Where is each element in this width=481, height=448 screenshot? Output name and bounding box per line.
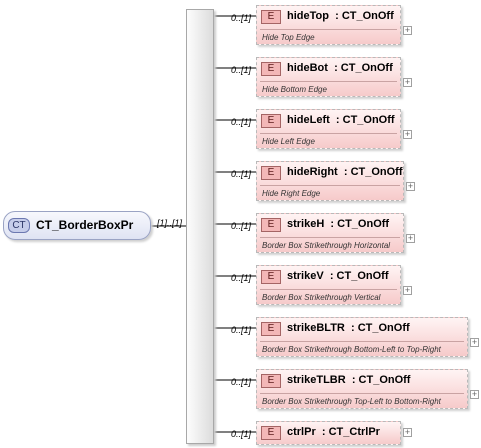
element-name: strikeV — [287, 270, 324, 282]
element-badge: E — [261, 374, 281, 388]
element-type: : CT_CtrlPr — [321, 426, 380, 438]
element-name: strikeTLBR — [287, 374, 346, 386]
element-badge: E — [261, 62, 281, 76]
element-title: strikeH : CT_OnOff — [287, 218, 389, 230]
complex-type-badge: CT — [8, 218, 30, 233]
element-type: : CT_OnOff — [351, 322, 410, 334]
element-badge: E — [261, 218, 281, 232]
element-badge: E — [261, 114, 281, 128]
element-occurrence: 0..[1] — [231, 273, 252, 283]
plus-icon[interactable]: + — [470, 337, 479, 347]
element-occurrence: 0..[1] — [231, 429, 252, 439]
plus-icon[interactable]: + — [406, 181, 415, 191]
element-occurrence: 0..[1] — [231, 13, 252, 23]
element-title: strikeV : CT_OnOff — [287, 270, 389, 282]
element-type: : CT_OnOff — [329, 270, 389, 282]
element-name: hideRight — [287, 166, 338, 178]
element-separator — [260, 289, 397, 290]
element-separator — [260, 185, 400, 186]
element-title: strikeBLTR : CT_OnOff — [287, 322, 410, 334]
sequence-compositor[interactable] — [186, 9, 214, 444]
element-title: strikeTLBR : CT_OnOff — [287, 374, 410, 386]
element-separator — [260, 81, 397, 82]
element-separator — [260, 237, 400, 238]
element-title: hideRight : CT_OnOff — [287, 166, 403, 178]
element-separator — [260, 29, 397, 30]
element-badge: E — [261, 426, 281, 440]
plus-icon[interactable]: + — [403, 25, 412, 35]
element-type: : CT_OnOff — [335, 10, 394, 22]
element-name: hideLeft — [287, 114, 330, 126]
element-title: hideBot : CT_OnOff — [287, 62, 393, 74]
plus-icon[interactable]: + — [403, 285, 412, 295]
element-title: ctrlPr : CT_CtrlPr — [287, 426, 380, 438]
plus-icon[interactable]: + — [403, 77, 412, 87]
element-name: hideTop — [287, 10, 329, 22]
element-title: hideTop : CT_OnOff — [287, 10, 394, 22]
element-documentation: Border Box Strikethrough Bottom-Left to … — [262, 345, 441, 354]
element-title: hideLeft : CT_OnOff — [287, 114, 395, 126]
element-badge: E — [261, 322, 281, 336]
element-name: ctrlPr — [287, 426, 316, 438]
complex-type-name: CT_BorderBoxPr — [36, 218, 134, 232]
element-documentation: Hide Top Edge — [262, 33, 315, 42]
element-occurrence: 0..[1] — [231, 221, 252, 231]
element-occurrence: 0..[1] — [231, 325, 252, 335]
element-separator — [260, 341, 464, 342]
plus-icon[interactable]: + — [403, 427, 412, 437]
plus-icon[interactable]: + — [403, 129, 412, 139]
element-name: strikeH — [287, 218, 325, 230]
element-name: strikeBLTR — [287, 322, 345, 334]
element-documentation: Border Box Strikethrough Top-Left to Bot… — [262, 397, 441, 406]
element-type: : CT_OnOff — [351, 374, 411, 386]
element-type: : CT_OnOff — [335, 114, 395, 126]
complex-type-node[interactable]: CT CT_BorderBoxPr — [3, 211, 151, 240]
element-separator — [260, 133, 397, 134]
element-occurrence: 0..[1] — [231, 377, 252, 387]
element-documentation: Border Box Strikethrough Vertical — [262, 293, 381, 302]
element-type: : CT_OnOff — [330, 218, 390, 230]
element-documentation: Hide Left Edge — [262, 137, 315, 146]
element-badge: E — [261, 166, 281, 180]
element-type: : CT_OnOff — [343, 166, 403, 178]
element-badge: E — [261, 270, 281, 284]
element-occurrence: 0..[1] — [231, 169, 252, 179]
element-documentation: Hide Bottom Edge — [262, 85, 327, 94]
element-name: hideBot — [287, 62, 328, 74]
element-badge: E — [261, 10, 281, 24]
element-documentation: Border Box Strikethrough Horizontal — [262, 241, 391, 250]
element-documentation: Hide Right Edge — [262, 189, 321, 198]
plus-icon[interactable]: + — [470, 389, 479, 399]
element-type: : CT_OnOff — [334, 62, 393, 74]
element-separator — [260, 393, 464, 394]
plus-icon[interactable]: + — [406, 233, 415, 243]
element-occurrence: 0..[1] — [231, 65, 252, 75]
sequence-occurrence: [1]..[1] — [157, 218, 183, 228]
element-occurrence: 0..[1] — [231, 117, 252, 127]
